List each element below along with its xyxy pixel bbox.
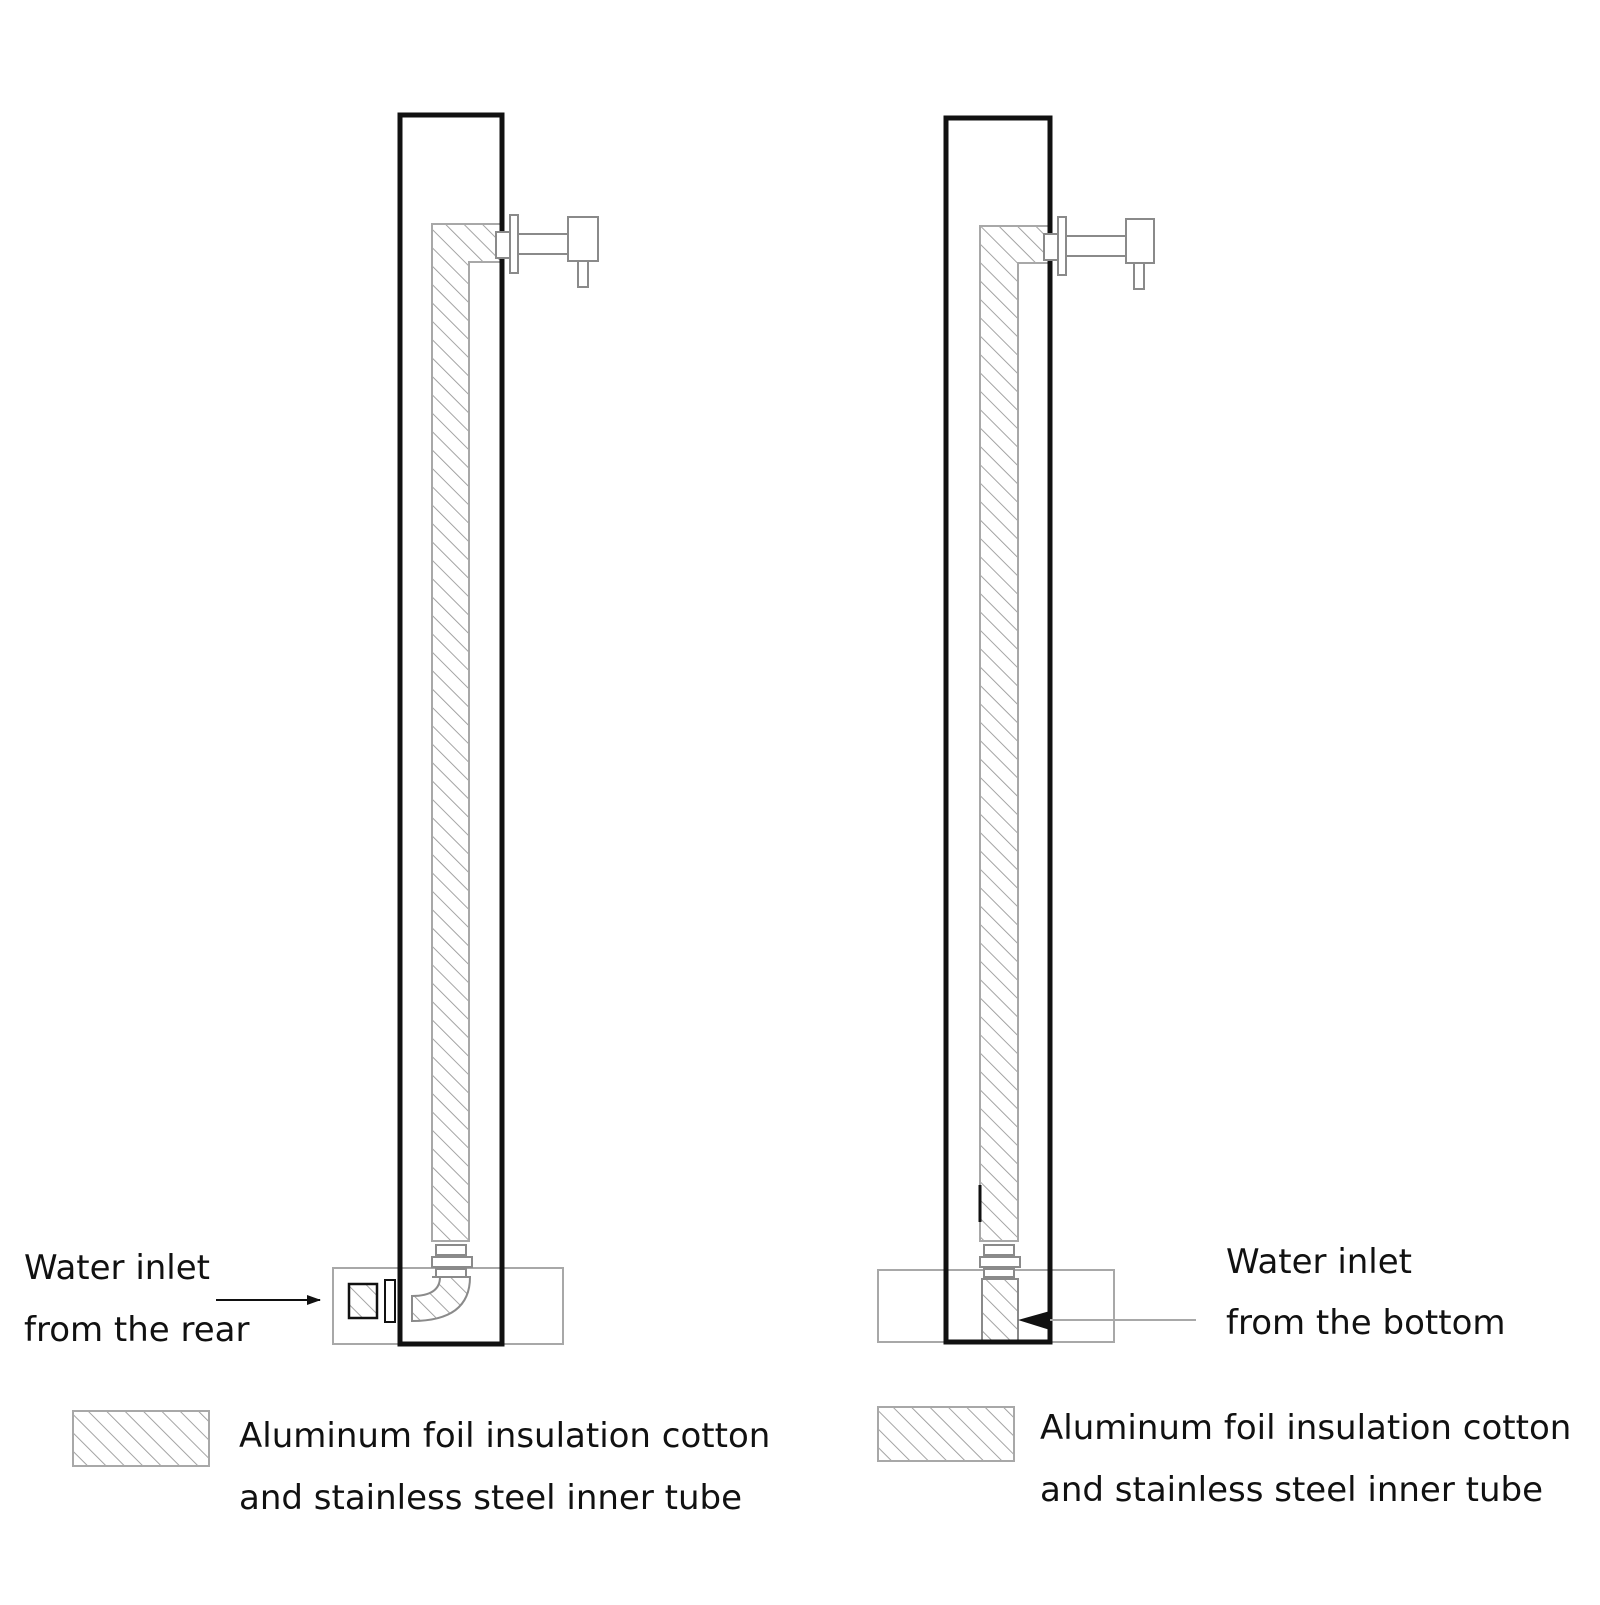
- left-legend-label-line1: Aluminum foil insulation cotton: [239, 1416, 770, 1456]
- right-faucet: [1043, 216, 1155, 290]
- left-inlet-elbow: [411, 1276, 472, 1323]
- left-insulation-tube: [431, 223, 503, 1242]
- left-inlet-fitting: [347, 1282, 379, 1320]
- right-inlet-pipe: [981, 1278, 1019, 1342]
- left-inlet-nut: [384, 1279, 396, 1323]
- right-outer-column: [943, 115, 1053, 1345]
- left-diagram: Water inlet from the rear Aluminum foil …: [24, 112, 770, 1518]
- left-legend-swatch: [72, 1410, 210, 1467]
- right-bottom-coupling: [979, 1244, 1021, 1278]
- left-outer-column: [397, 112, 505, 1347]
- right-inlet-arrowhead: [1018, 1311, 1050, 1330]
- left-legend-label-line2: and stainless steel inner tube: [239, 1478, 742, 1518]
- left-inlet-label-line2: from the rear: [24, 1310, 250, 1350]
- right-inlet-label-line1: Water inlet: [1226, 1242, 1412, 1282]
- right-legend-label-line1: Aluminum foil insulation cotton: [1040, 1408, 1571, 1448]
- right-inlet-label-line2: from the bottom: [1226, 1303, 1506, 1343]
- right-legend-swatch: [877, 1406, 1015, 1462]
- left-inlet-label-line1: Water inlet: [24, 1248, 210, 1288]
- left-faucet: [495, 214, 599, 288]
- right-legend-label-line2: and stainless steel inner tube: [1040, 1470, 1543, 1510]
- left-bottom-coupling: [431, 1244, 473, 1278]
- right-diagram: Water inlet from the bottom Aluminum foi…: [877, 115, 1571, 1510]
- right-insulation-tube: [979, 225, 1051, 1242]
